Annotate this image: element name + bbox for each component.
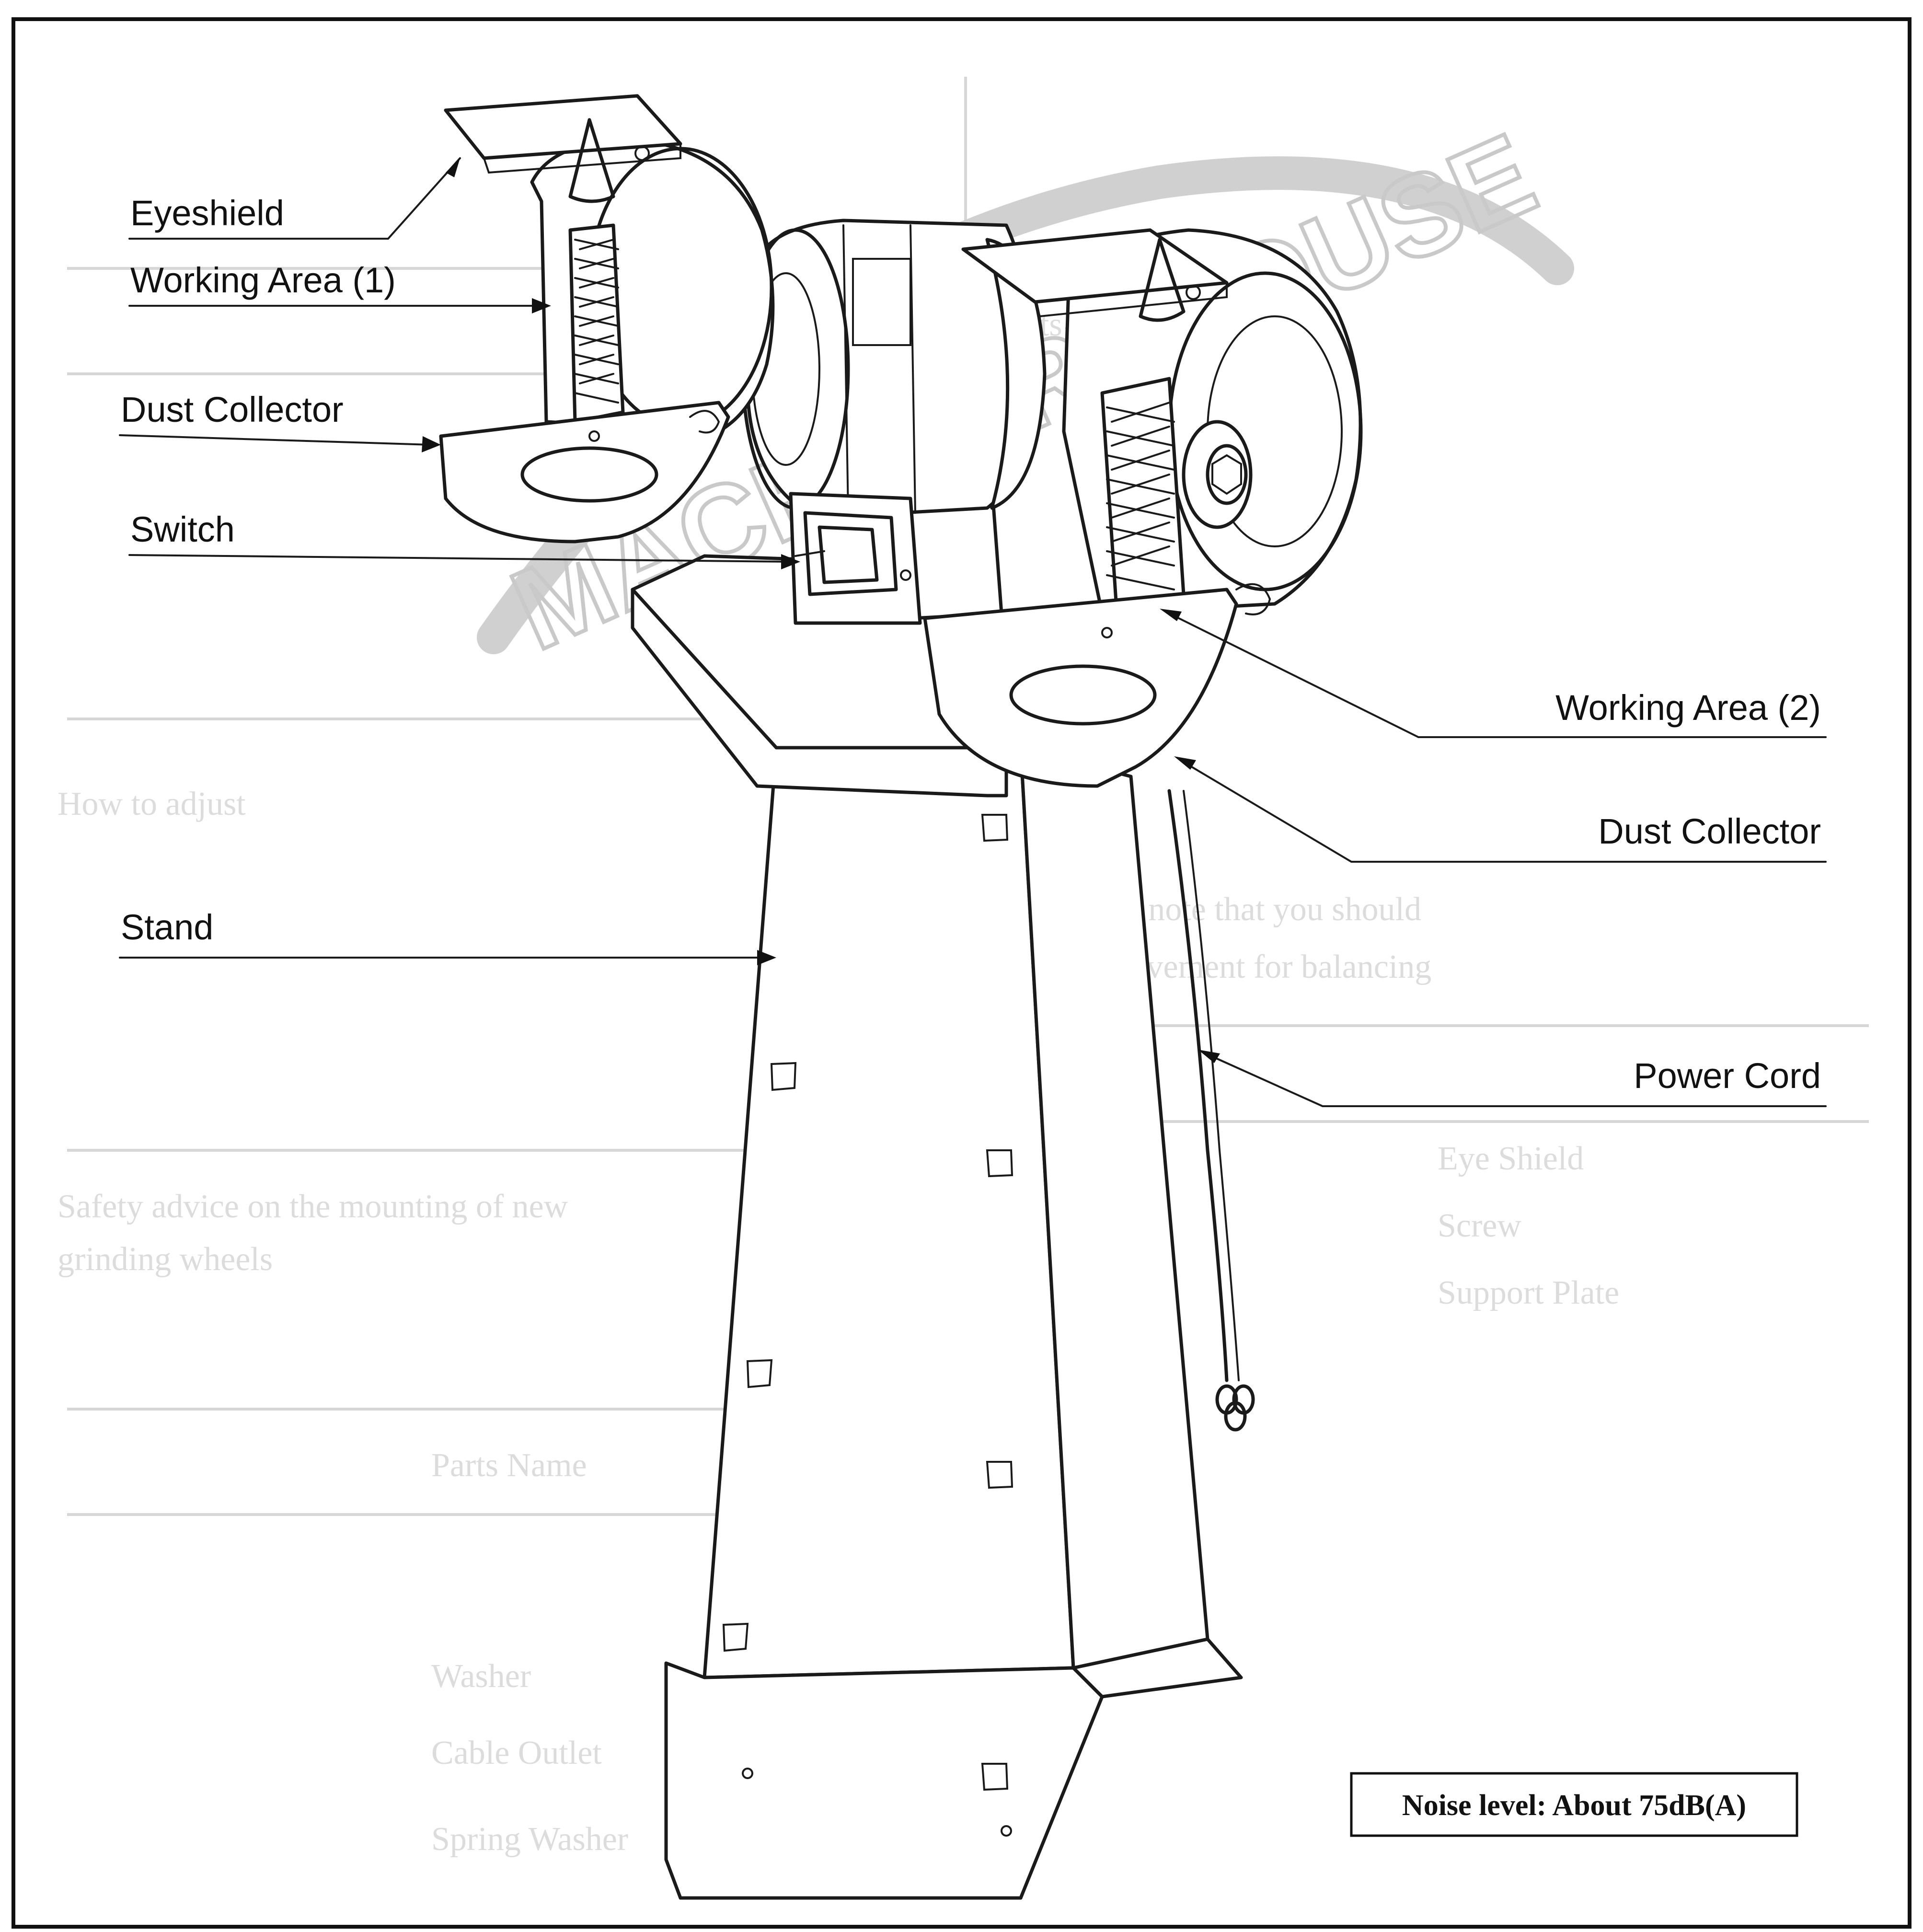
svg-text:Safety advice on the mounting: Safety advice on the mounting of new	[58, 1188, 568, 1225]
label-stand: Stand	[121, 907, 213, 947]
label-eyeshield: Eyeshield	[130, 193, 284, 233]
left-wheel-assembly	[439, 94, 775, 544]
label-power-cord: Power Cord	[1634, 1056, 1821, 1096]
label-switch: Switch	[130, 509, 235, 549]
svg-text:Spring Washer: Spring Washer	[431, 1821, 628, 1858]
svg-text:How to adjust: How to adjust	[58, 786, 246, 822]
leader-lines	[119, 157, 1827, 1107]
label-working-area-1: Working Area (1)	[130, 260, 396, 300]
noise-level-text: Noise level: About 75dB(A)	[1402, 1789, 1746, 1822]
svg-text:grinding wheels: grinding wheels	[58, 1241, 273, 1278]
stand-drawing	[664, 740, 1243, 1900]
svg-text:Screw: Screw	[1438, 1207, 1521, 1244]
label-dust-collector-left: Dust Collector	[121, 390, 344, 429]
svg-text:Washer: Washer	[431, 1658, 531, 1695]
right-wheel-assembly	[923, 228, 1363, 788]
svg-text:Support Plate: Support Plate	[1438, 1274, 1619, 1311]
motor-housing	[669, 219, 1047, 625]
svg-text:Cable Outlet: Cable Outlet	[431, 1735, 602, 1771]
noise-level-box: Noise level: About 75dB(A)	[1350, 1772, 1798, 1837]
label-dust-collector-right: Dust Collector	[1598, 811, 1821, 851]
svg-text:Eye Shield: Eye Shield	[1438, 1140, 1584, 1177]
svg-text:Parts Name: Parts Name	[431, 1447, 587, 1484]
label-working-area-2: Working Area (2)	[1555, 688, 1821, 728]
power-cord-drawing	[1167, 789, 1255, 1432]
